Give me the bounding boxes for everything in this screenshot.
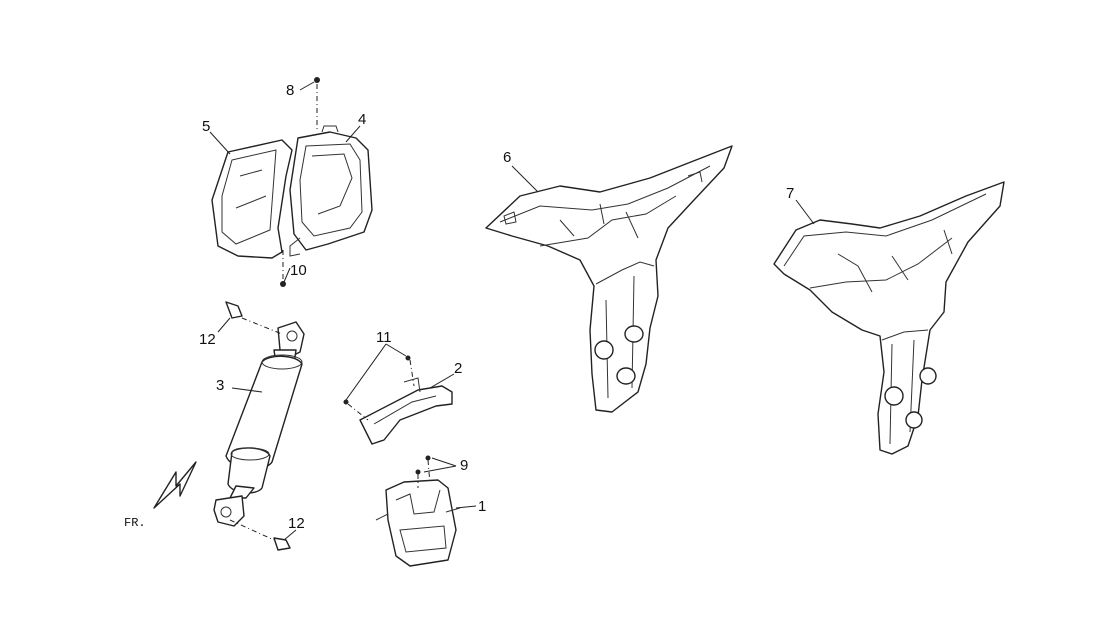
- callout-4: 4: [358, 111, 366, 128]
- screws-11: [343, 355, 415, 421]
- callout-5: 5: [202, 118, 210, 135]
- bolt-12-lower: [229, 519, 291, 551]
- callout-6: 6: [503, 149, 511, 166]
- screw-10: [280, 250, 286, 287]
- bolt-12-upper: [225, 301, 283, 335]
- callout-8: 8: [286, 82, 294, 99]
- screws-9: [415, 455, 431, 488]
- callout-10: 10: [290, 262, 307, 279]
- part-2-bracket: [359, 377, 453, 445]
- front-direction-label: FR.: [124, 516, 146, 530]
- callout-12-upper: 12: [199, 331, 216, 348]
- callout-9: 9: [460, 457, 468, 474]
- callout-1: 1: [478, 498, 486, 515]
- part-4-inner-housing: [289, 125, 373, 257]
- callout-2: 2: [454, 360, 462, 377]
- part-7-side-cowl: [773, 181, 1005, 455]
- callout-3: 3: [216, 377, 224, 394]
- part-1-mount: [375, 479, 461, 567]
- screw-8: [314, 77, 320, 130]
- front-direction-arrow: [153, 461, 197, 509]
- callout-11: 11: [376, 329, 392, 346]
- part-5-outer-cover: [211, 139, 293, 259]
- callout-12-lower: 12: [288, 515, 305, 532]
- callout-7: 7: [786, 185, 794, 202]
- leader-lines: [209, 81, 815, 541]
- part-3-shock-absorber: [213, 321, 305, 527]
- part-6-side-cowl: [485, 145, 733, 413]
